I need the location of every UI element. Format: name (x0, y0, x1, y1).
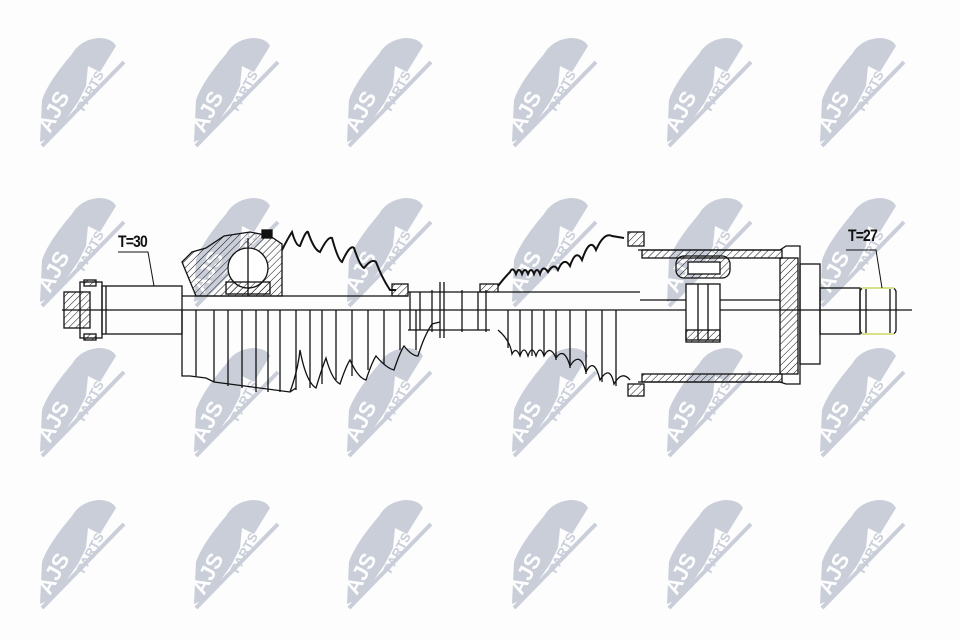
spline-teeth-left-label: T=30 (118, 232, 148, 251)
leader-left (118, 251, 155, 287)
outer-boot-upper (281, 229, 396, 291)
inner-boot-lower (497, 329, 631, 386)
leader-right (846, 249, 883, 289)
inner-boot-ribs (507, 310, 617, 386)
inner-boot-upper (497, 234, 625, 287)
right-stub-shaft (799, 263, 897, 365)
intermediate-shaft (182, 282, 499, 338)
left-hub-nut (63, 279, 103, 341)
spline-teeth-right-label: T=27 (848, 226, 878, 245)
outer-boot-ribs (295, 310, 417, 390)
outer-boot-lower (289, 321, 441, 393)
inner-tripod-joint (627, 231, 801, 397)
outer-cv-joint (181, 229, 297, 393)
